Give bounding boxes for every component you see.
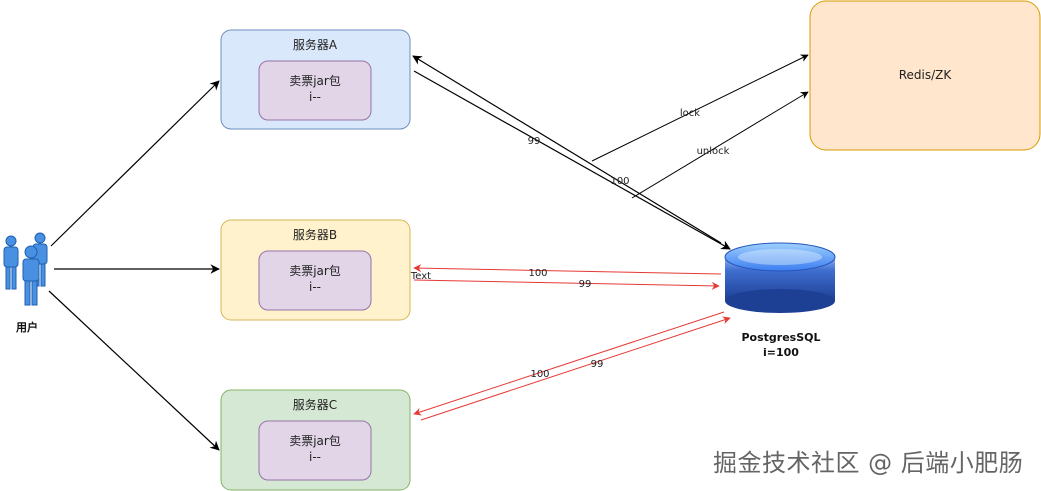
edge-db-to-server-b [413, 264, 722, 275]
postgres-node: PostgresSQL i=100 [724, 242, 836, 359]
server-a-inner-line1: 卖票jar包 [289, 74, 341, 88]
redis-box [809, 0, 1041, 151]
watermark-text: 掘金技术社区 @ 后端小肥肠 [713, 449, 1023, 477]
postgres-label-line2: i=100 [763, 346, 799, 359]
server-a: 服务器A 卖票jar包 i-- [220, 29, 411, 130]
server-c-inner-box [258, 420, 372, 481]
redis-label: Redis/ZK [899, 68, 953, 82]
server-b-title: 服务器B [293, 227, 337, 242]
edge-label-b-100: 100 [528, 268, 547, 279]
user-label: 用户 [16, 320, 38, 334]
server-a-inner-box [258, 60, 372, 121]
edge-label-a-99: 99 [528, 136, 541, 147]
server-a-inner-line2: i-- [309, 90, 321, 104]
redis-node: Redis/ZK [809, 0, 1041, 151]
edge-user-to-server-a [50, 80, 220, 247]
edge-label-lock: lock [680, 108, 700, 119]
edge-label-unlock: unlock [697, 146, 730, 157]
server-c-title: 服务器C [293, 397, 337, 412]
edge-db-to-server-a [412, 55, 722, 244]
database-icon [724, 242, 836, 313]
server-c: 服务器C 卖票jar包 i-- [220, 389, 411, 491]
edge-label-b-99: 99 [579, 279, 592, 290]
server-a-title: 服务器A [293, 37, 338, 52]
server-b: 服务器B 卖票jar包 i-- [220, 219, 411, 321]
edge-label-c-99: 99 [591, 359, 604, 370]
server-c-inner-line1: 卖票jar包 [289, 434, 341, 448]
edge-label-b-text: Text [410, 271, 431, 282]
edge-db-to-server-c [413, 311, 725, 416]
server-c-inner-line2: i-- [309, 450, 321, 464]
edge-server-a-to-db [413, 70, 731, 250]
edge-label-c-100: 100 [530, 369, 549, 380]
edge-lock [591, 54, 809, 162]
server-b-inner-box [258, 250, 372, 311]
user-icon [3, 232, 48, 306]
postgres-label-line1: PostgresSQL [741, 331, 820, 344]
edge-label-a-100: 100 [610, 176, 629, 187]
server-b-inner-line2: i-- [309, 280, 321, 294]
edge-unlock [631, 91, 809, 199]
edge-server-c-to-db [420, 316, 731, 421]
edge-user-to-server-c [48, 290, 220, 451]
edge-server-b-to-db [413, 279, 720, 290]
server-b-inner-line1: 卖票jar包 [289, 264, 341, 278]
